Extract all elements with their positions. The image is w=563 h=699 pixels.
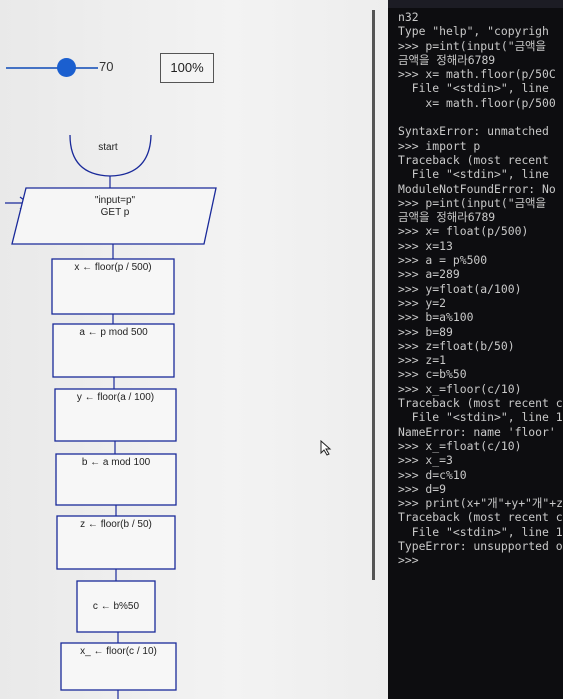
- input-label-line1: "input=p": [94, 195, 136, 206]
- zoom-level-button[interactable]: 100%: [160, 53, 214, 83]
- process-node: [76, 580, 156, 633]
- process-node: [51, 258, 175, 315]
- zoom-slider-track[interactable]: [6, 67, 98, 69]
- step-label: b ← a mod 100: [81, 457, 151, 468]
- pane-divider-scrollbar[interactable]: [372, 10, 375, 580]
- flowchart-diagram: [5, 134, 217, 699]
- process-node: [52, 323, 175, 378]
- step-label: c ← b%50: [92, 601, 140, 612]
- zoom-slider-handle[interactable]: [57, 58, 76, 77]
- step-label: y ← floor(a / 100): [76, 392, 155, 403]
- step-label: a ← p mod 500: [79, 327, 148, 338]
- step-label: z ← floor(b / 50): [80, 519, 152, 530]
- process-node: [54, 388, 177, 442]
- process-node: [55, 453, 177, 506]
- console-output[interactable]: n32 Type "help", "copyrigh >>> p=int(inp…: [398, 10, 563, 568]
- process-node: [56, 515, 176, 570]
- console-titlebar: [388, 0, 563, 8]
- input-node: [11, 187, 217, 245]
- flowchart-pane: 70 100% start "input=p" GET p x ← floor(…: [0, 0, 388, 699]
- process-node: [60, 642, 177, 691]
- slider-value: 70: [99, 59, 114, 74]
- start-label: start: [98, 142, 118, 153]
- input-label-line2: GET p: [100, 207, 130, 218]
- step-label: x ← floor(p / 500): [74, 262, 152, 273]
- python-console[interactable]: n32 Type "help", "copyrigh >>> p=int(inp…: [388, 0, 563, 699]
- step-label: x_ ← floor(c / 10): [80, 646, 157, 657]
- mouse-cursor-icon: [320, 440, 332, 456]
